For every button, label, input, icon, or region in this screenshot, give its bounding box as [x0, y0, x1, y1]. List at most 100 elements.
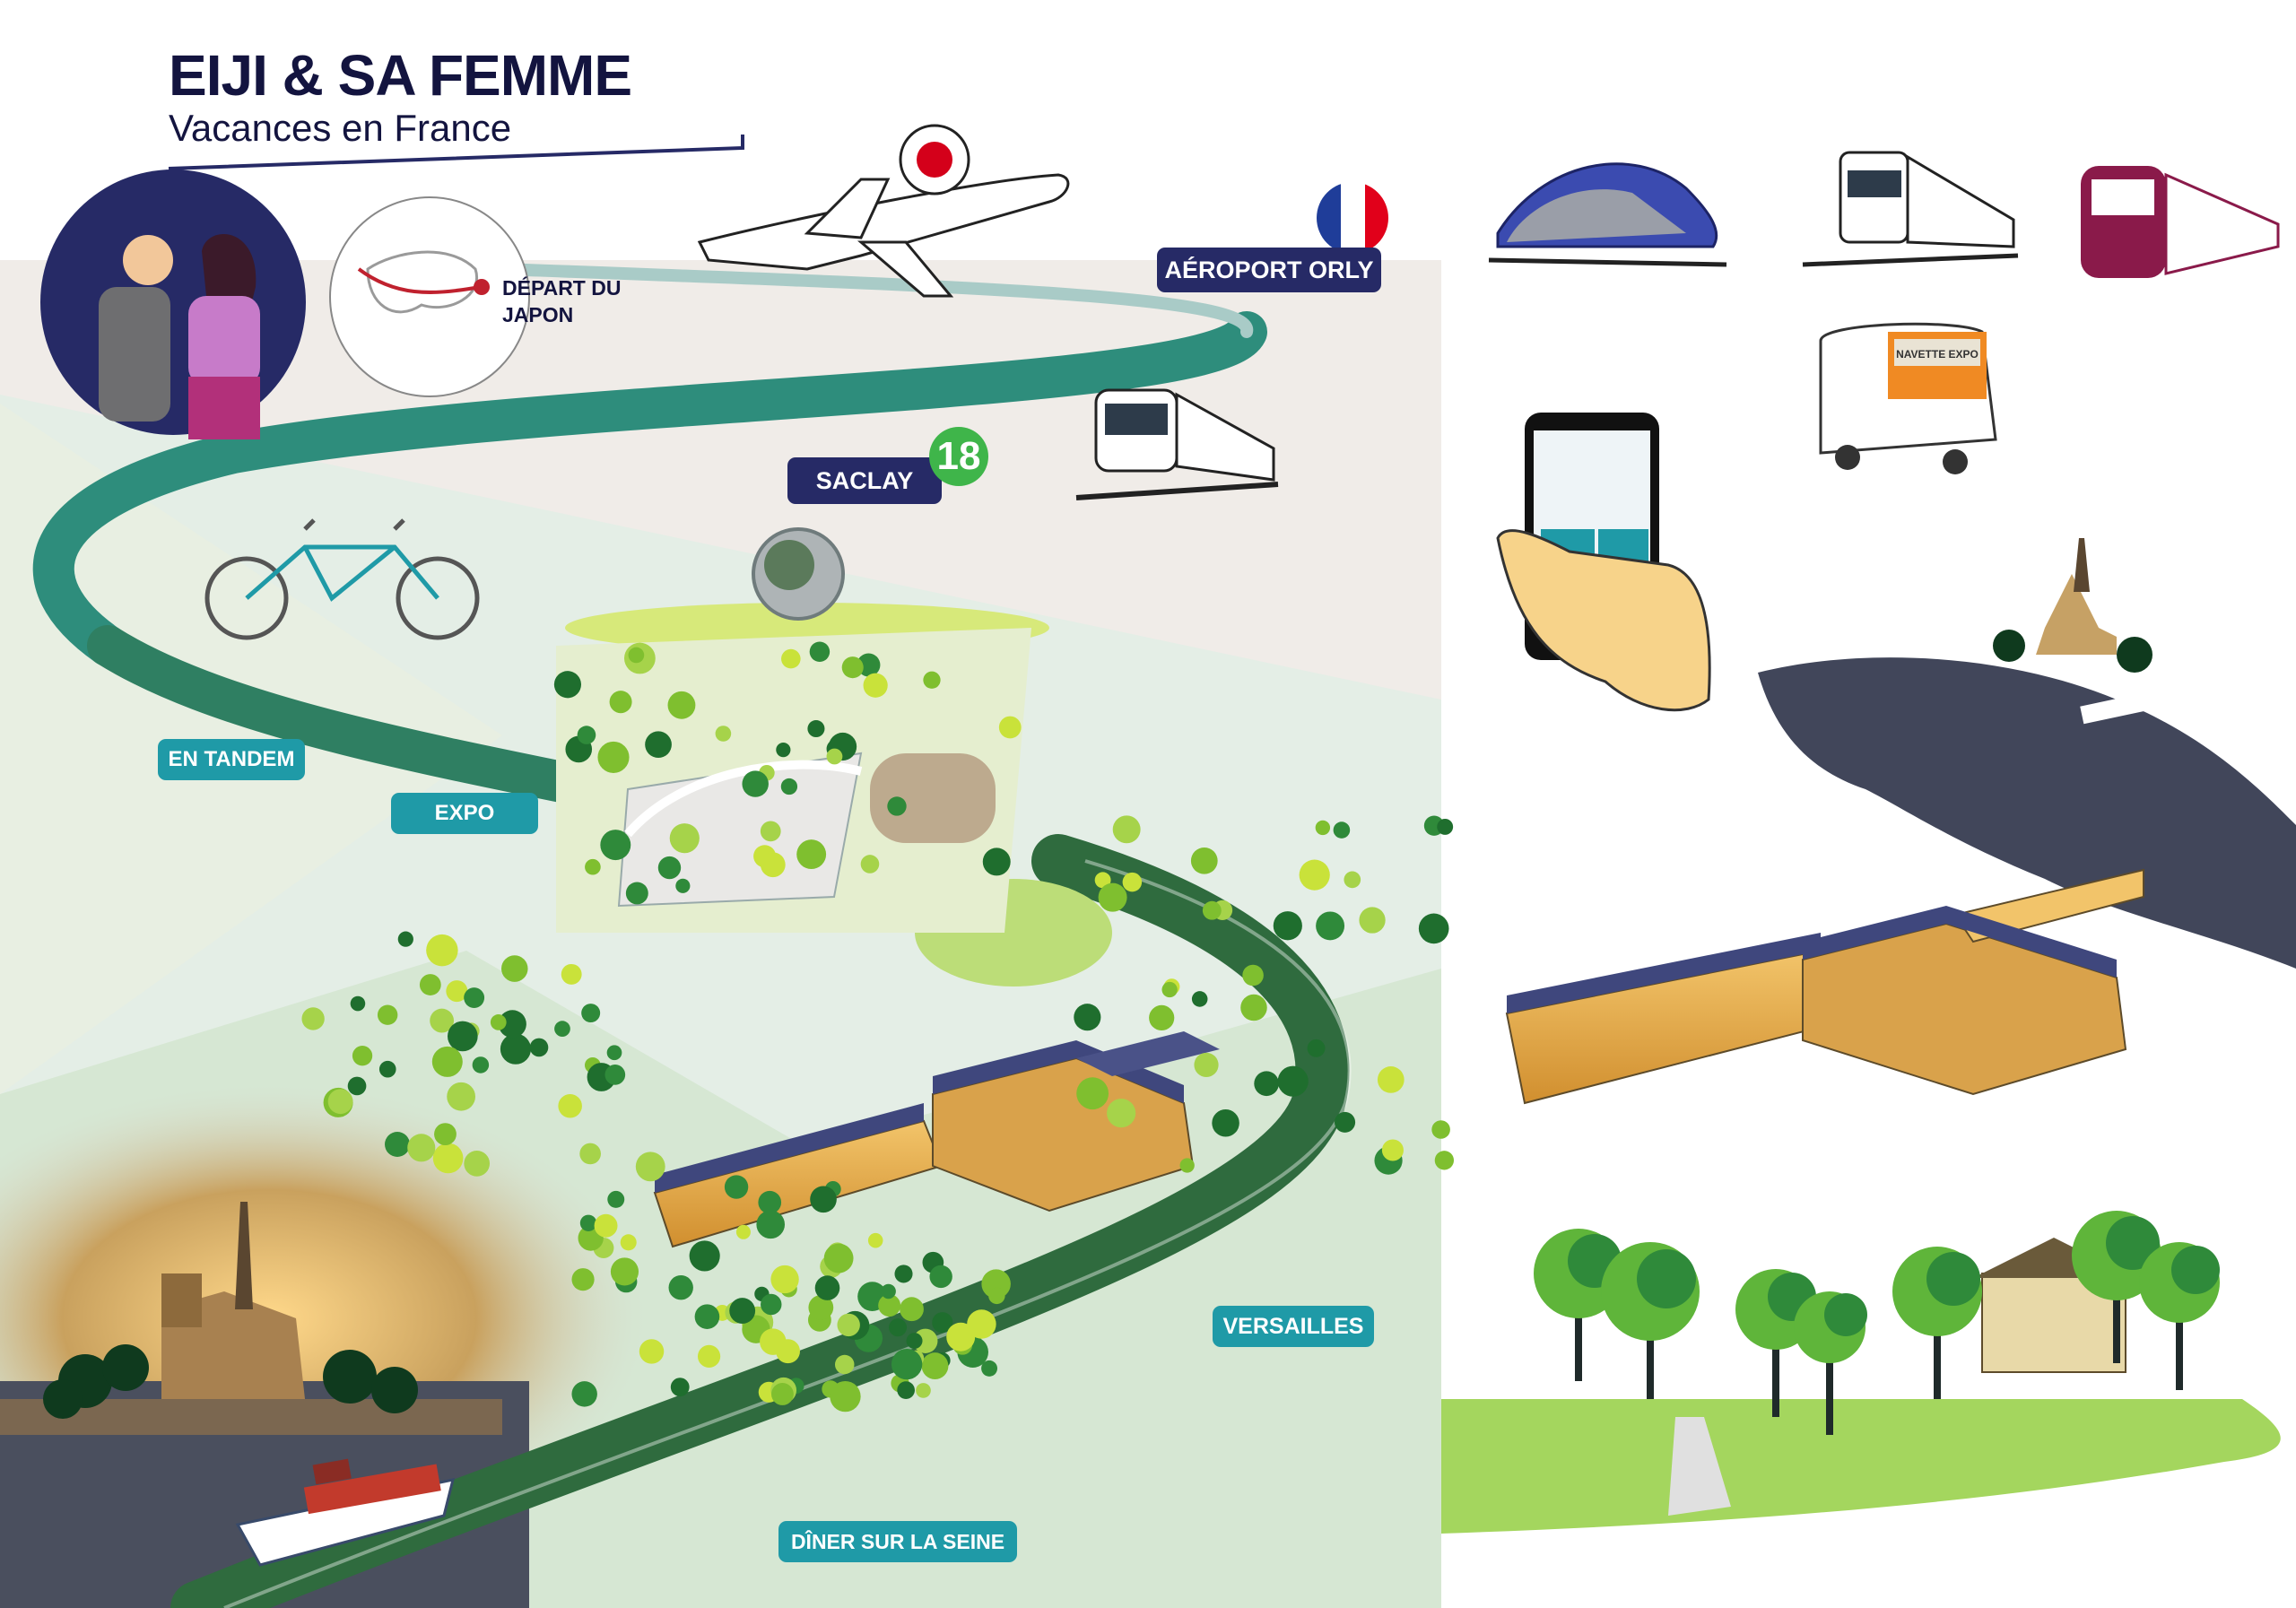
tree [771, 1383, 794, 1405]
tree [760, 852, 786, 878]
tree [715, 726, 732, 742]
tree [729, 1298, 756, 1324]
tree [606, 1045, 622, 1061]
tree-trunk [1647, 1291, 1654, 1399]
tree [585, 858, 601, 875]
tree [609, 691, 632, 714]
tree [607, 1190, 625, 1208]
tree [561, 963, 582, 985]
tree [878, 1294, 901, 1317]
tree [894, 1265, 913, 1283]
tree [689, 1240, 720, 1272]
metro-train-side-icon [1802, 151, 2019, 267]
tree [967, 1309, 996, 1339]
tree [921, 1352, 949, 1380]
tree-trunk [1934, 1291, 1941, 1399]
shuttle-sign: NAVETTE EXPO [1896, 348, 1979, 361]
tree [577, 726, 596, 744]
trees [301, 641, 1455, 1412]
tree [863, 673, 888, 698]
tree [594, 1213, 618, 1238]
seine-boat [235, 1458, 456, 1567]
tree [1333, 821, 1351, 839]
tree [579, 1214, 597, 1232]
tree-trunk [2176, 1282, 2183, 1390]
tree [891, 1348, 923, 1380]
tree-trunk [1826, 1327, 1833, 1435]
tree [810, 1186, 837, 1213]
tree [464, 1151, 491, 1177]
tree [1202, 900, 1222, 920]
tree [1335, 1111, 1356, 1133]
tree [448, 1021, 478, 1052]
tree [1926, 1252, 1980, 1306]
tree [756, 1210, 786, 1239]
tree [808, 1295, 834, 1320]
tree [610, 1257, 639, 1286]
tree [1381, 1139, 1404, 1161]
tree [906, 1333, 923, 1350]
tree [670, 1378, 690, 1397]
tree [447, 1082, 475, 1111]
japan-flag-icon [899, 124, 970, 196]
tree [1149, 1004, 1175, 1031]
tree [553, 671, 582, 699]
high-speed-train-icon [1488, 162, 1727, 267]
tree [352, 1046, 373, 1066]
tree [929, 1265, 952, 1289]
tree [841, 656, 864, 679]
tree [407, 1134, 436, 1162]
tree [431, 1046, 463, 1077]
tree [579, 1143, 601, 1165]
tree [464, 987, 485, 1008]
tree [657, 856, 682, 880]
label-saclay: SACLAY [787, 457, 942, 504]
tree [814, 1275, 840, 1300]
label-expo: EXPO [391, 793, 538, 834]
tree [558, 1093, 582, 1118]
tree [446, 980, 468, 1003]
tree [1240, 994, 1267, 1021]
tree [981, 1360, 998, 1377]
tree [571, 1381, 597, 1407]
tree [760, 1328, 787, 1355]
notre-dame-island [1758, 538, 2296, 969]
tree [887, 796, 907, 816]
tree [1377, 1066, 1405, 1093]
tree [628, 647, 645, 664]
notre-dame-night-scene [0, 1085, 646, 1608]
tree [835, 1354, 855, 1375]
tree [1112, 815, 1141, 844]
tree [735, 1224, 751, 1239]
tree [597, 741, 630, 773]
tree [378, 1060, 396, 1078]
tree [1242, 964, 1264, 987]
tree [490, 1014, 507, 1030]
tree [881, 1283, 896, 1299]
tree [724, 1175, 749, 1199]
tree [1277, 1065, 1309, 1097]
tree [668, 1275, 693, 1300]
tree [1094, 872, 1111, 889]
page-title: EIJI & SA FEMME [169, 43, 632, 108]
tree [1076, 1077, 1109, 1110]
tree [796, 839, 827, 870]
tree [529, 1038, 549, 1057]
tree [770, 1265, 799, 1294]
tree [397, 931, 413, 947]
tree [2171, 1246, 2220, 1294]
tree-trunk [1772, 1309, 1779, 1417]
tree [1344, 871, 1361, 889]
airplane-icon [697, 173, 1070, 298]
tree [776, 743, 791, 758]
tree [430, 1008, 455, 1033]
tree [807, 719, 825, 738]
tree [554, 1021, 570, 1038]
tree [932, 1312, 953, 1334]
tree [781, 648, 801, 669]
tree [780, 778, 798, 795]
tree [472, 1056, 490, 1073]
tree [1161, 981, 1178, 998]
tree [645, 731, 672, 759]
tree [758, 1190, 782, 1214]
